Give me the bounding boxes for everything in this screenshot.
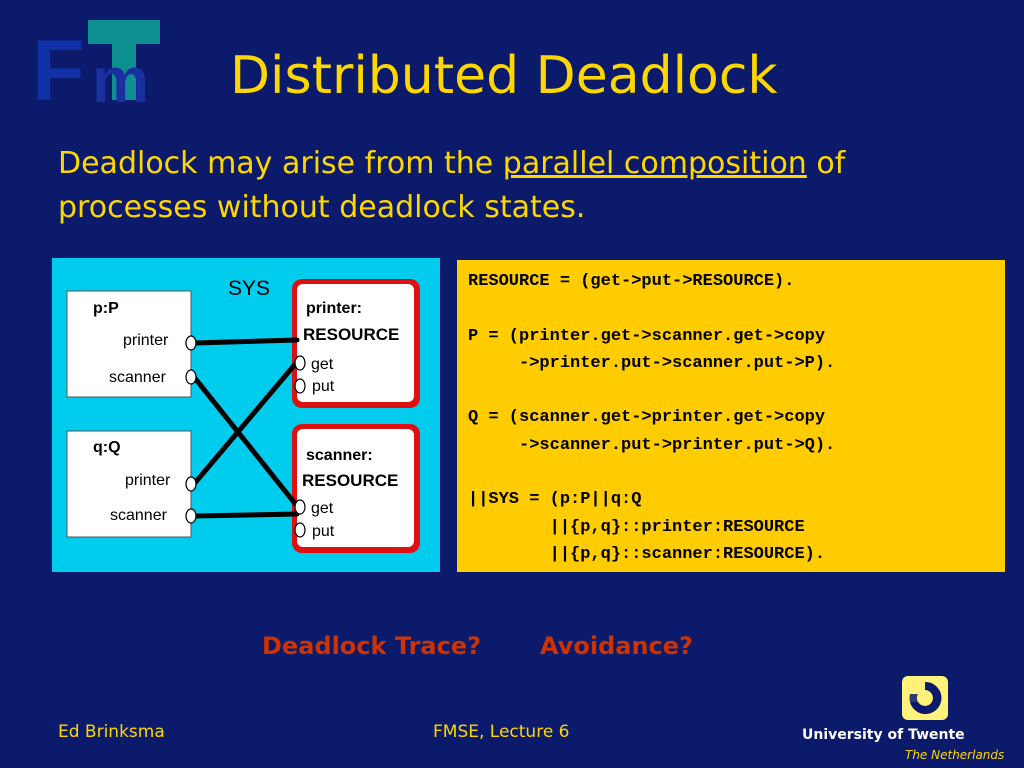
intro-after: of	[806, 146, 846, 181]
sys-diagram: SYS p:P printer scanner q:Q printer scan…	[52, 258, 440, 572]
footer-author: Ed Brinksma	[58, 722, 165, 742]
university-country: The Netherlands	[905, 748, 1005, 762]
port-scanner-put	[294, 522, 306, 538]
code-line	[468, 459, 1005, 486]
process-p-printer-port: printer	[123, 332, 169, 349]
wire-q-printer-to-printer-get	[191, 359, 300, 487]
intro-text: Deadlock may arise from the parallel com…	[58, 142, 958, 230]
fmt-logo: F m	[32, 20, 160, 108]
wire-p-scanner-to-scanner-get	[191, 374, 300, 509]
code-line: ||SYS = (p:P||q:Q	[468, 490, 642, 510]
port-q-scanner	[185, 508, 197, 524]
svg-text:F: F	[32, 23, 85, 108]
wire-q-scanner-to-scanner-get	[191, 511, 300, 519]
intro-before: Deadlock may arise from the	[58, 146, 503, 181]
port-printer-get	[294, 355, 306, 371]
process-q-scanner-port: scanner	[110, 507, 168, 524]
port-q-printer	[185, 476, 197, 492]
scanner-resource-label: scanner:	[306, 447, 373, 464]
slide-title: Distributed Deadlock	[230, 46, 778, 106]
printer-resource-put: put	[312, 378, 335, 395]
connection-wires	[191, 337, 300, 519]
process-p-scanner-port: scanner	[109, 369, 167, 386]
port-p-scanner	[185, 369, 197, 385]
code-line: ->printer.put->scanner.put->P).	[468, 353, 836, 373]
process-p-box	[66, 290, 192, 398]
sys-label: SYS	[228, 277, 270, 300]
printer-resource-label: printer:	[306, 300, 362, 317]
sys-diagram-svg: SYS p:P printer scanner q:Q printer scan…	[66, 277, 420, 553]
footer-lecture: FMSE, Lecture 6	[433, 722, 570, 742]
scanner-resource-box	[297, 429, 414, 547]
code-line	[468, 295, 1005, 322]
university-name: University of Twente	[802, 727, 965, 743]
svg-text:m: m	[92, 44, 149, 108]
code-line: ||{p,q}::scanner:RESOURCE).	[468, 544, 826, 564]
code-line: ||{p,q}::printer:RESOURCE	[468, 517, 805, 537]
avoidance-question: Avoidance?	[540, 632, 693, 660]
scanner-resource-put: put	[312, 523, 335, 540]
code-line: RESOURCE = (get->put->RESOURCE).	[468, 272, 795, 291]
code-line: Q = (scanner.get->printer.get->copy	[468, 408, 826, 428]
university-logo-icon	[902, 676, 948, 720]
parallel-composition-link[interactable]: parallel composition	[502, 146, 807, 181]
process-q-printer-port: printer	[125, 472, 171, 489]
process-p-name: p:P	[93, 300, 119, 317]
printer-resource-type: RESOURCE	[303, 325, 399, 344]
port-scanner-get	[294, 499, 306, 515]
port-printer-put	[294, 378, 306, 394]
printer-resource-box	[297, 284, 414, 402]
process-q-name: q:Q	[93, 439, 121, 456]
intro-line2: processes without deadlock states.	[58, 190, 586, 225]
scanner-resource-get: get	[311, 500, 334, 517]
deadlock-trace-question: Deadlock Trace?	[262, 632, 482, 660]
code-line: ->scanner.put->printer.put->Q).	[468, 435, 836, 455]
code-line	[468, 377, 1005, 404]
scanner-resource-type: RESOURCE	[302, 471, 398, 490]
port-p-printer	[185, 335, 197, 351]
printer-resource-get: get	[311, 356, 334, 373]
code-line: P = (printer.get->scanner.get->copy	[468, 326, 826, 346]
fsp-code-block: RESOURCE = (get->put->RESOURCE). P = (pr…	[457, 260, 1005, 572]
wire-p-printer-to-printer-get	[191, 337, 300, 346]
